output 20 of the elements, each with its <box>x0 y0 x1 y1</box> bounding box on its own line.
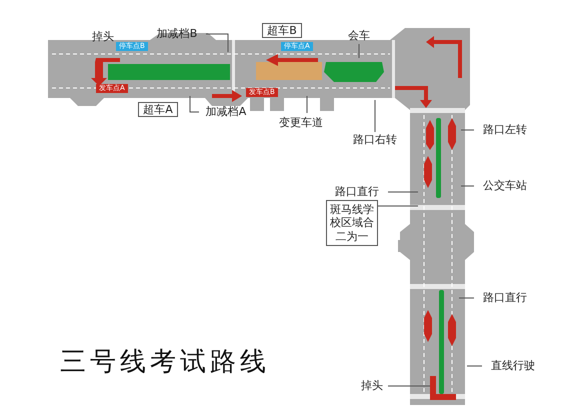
callout-label: 路口直行 <box>474 290 536 306</box>
leader-line <box>358 44 360 58</box>
callout-label: 路口右转 <box>344 132 406 148</box>
callout-label: 直线行驶 <box>482 358 544 374</box>
leader-line <box>190 96 200 112</box>
callout-label: 变更车道 <box>262 113 340 133</box>
boxed-label: 超车A <box>138 102 178 117</box>
leader-line <box>306 96 308 114</box>
callout-label: 路口直行 <box>326 184 388 200</box>
callout-label: 加减档A <box>199 104 253 120</box>
callout-label: 路口左转 <box>474 122 536 138</box>
boxed-label: 斑马线学校区域合二为一 <box>326 200 378 246</box>
leader-line <box>374 100 376 132</box>
title: 三号线考试路线 <box>60 346 270 379</box>
callout-label: 公交车站 <box>474 178 536 194</box>
callout-label: 会车 <box>344 28 374 44</box>
boxed-label: 超车B <box>262 23 302 38</box>
callout-label: 掉头 <box>88 29 118 45</box>
leader-line <box>206 34 228 52</box>
callout-label: 掉头 <box>356 378 388 394</box>
